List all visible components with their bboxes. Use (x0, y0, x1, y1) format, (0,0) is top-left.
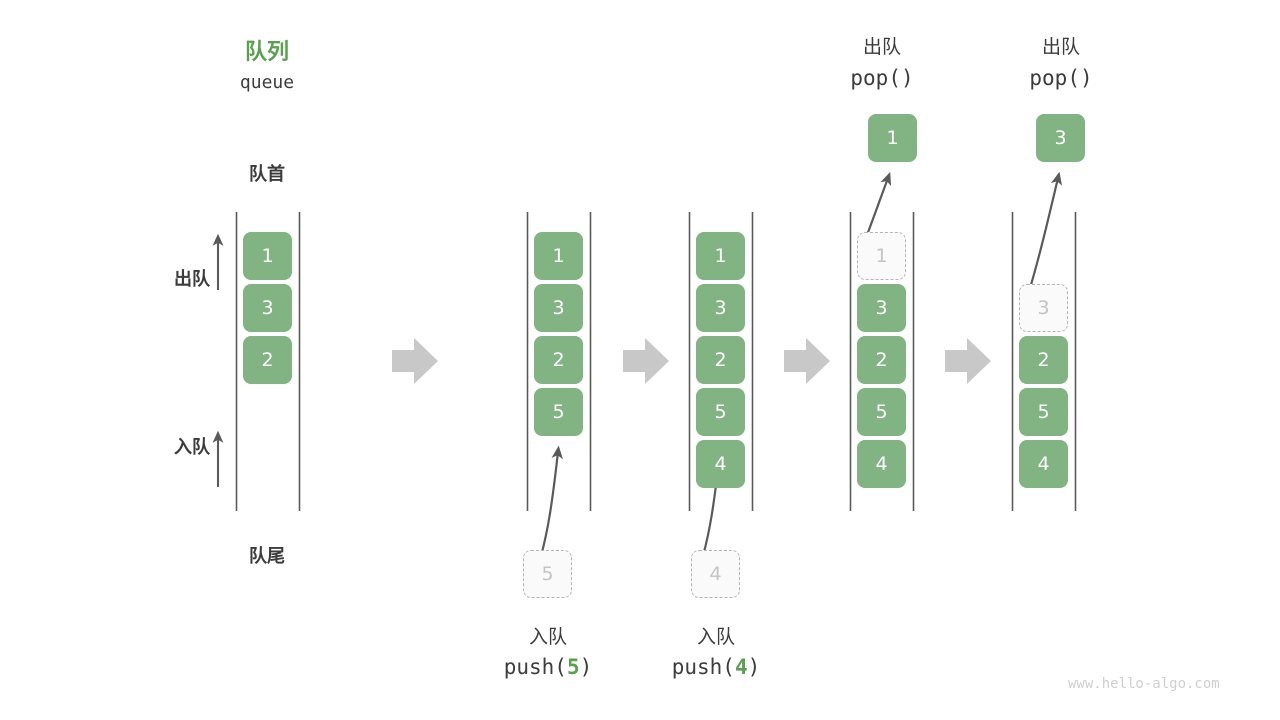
incoming-ghost-cell: 4 (691, 550, 740, 598)
queue-cell-new: 4 (696, 440, 745, 488)
pop-3-header-code: pop() (1029, 66, 1093, 90)
rails-stage-after-pop-3 (1011, 212, 1077, 511)
queue-rear-label: 队尾 (249, 546, 285, 567)
push-close-paren: ) (579, 655, 593, 679)
push-arg-value: 4 (734, 655, 748, 679)
push-fn-text: push( (671, 655, 735, 679)
pop-3-header-cn: 出队 (1041, 36, 1080, 58)
queue-cell: 3 (696, 284, 745, 332)
popped-cell: 3 (1036, 114, 1085, 162)
rails-stage-after-pop-1 (849, 212, 915, 511)
push-4-caption-code: push(4) (646, 655, 786, 679)
queue-cell: 5 (1019, 388, 1068, 436)
transition-arrow-3 (784, 338, 830, 384)
incoming-ghost-cell: 5 (523, 550, 572, 598)
queue-cell: 5 (696, 388, 745, 436)
page-title: 队列 (244, 40, 289, 65)
queue-cell: 2 (696, 336, 745, 384)
page-subtitle-code: queue (239, 72, 295, 93)
rails-stage-after-push-4 (688, 212, 754, 511)
transition-arrow-4 (945, 338, 991, 384)
transition-arrow-1 (392, 338, 438, 384)
push-arg-value: 5 (566, 655, 580, 679)
queue-cell: 5 (857, 388, 906, 436)
push-close-paren: ) (747, 655, 761, 679)
rails-stage-after-push-5 (526, 212, 592, 511)
queue-front-label: 队首 (249, 164, 285, 185)
queue-cell-new: 5 (534, 388, 583, 436)
queue-cell: 1 (243, 232, 292, 280)
queue-cell: 4 (857, 440, 906, 488)
transition-arrow-2 (623, 338, 669, 384)
pop-1-header-code: pop() (850, 66, 914, 90)
push-4-caption-cn: 入队 (696, 626, 735, 648)
queue-cell: 2 (243, 336, 292, 384)
push-fn-text: push( (503, 655, 567, 679)
queue-cell: 2 (857, 336, 906, 384)
queue-cell: 3 (243, 284, 292, 332)
watermark: www.hello-algo.com (1068, 676, 1220, 692)
queue-cell: 2 (1019, 336, 1068, 384)
enqueue-direction-label: 入队 (174, 437, 210, 458)
dequeue-direction-label: 出队 (174, 269, 210, 290)
queue-cell: 4 (1019, 440, 1068, 488)
queue-cell: 3 (857, 284, 906, 332)
popped-cell: 1 (868, 114, 917, 162)
queue-cell: 1 (534, 232, 583, 280)
queue-cell: 3 (534, 284, 583, 332)
push-5-arrow (539, 445, 563, 557)
rails-stage-initial (235, 212, 301, 511)
queue-cell-removed: 1 (857, 232, 906, 280)
push-5-caption-code: push(5) (478, 655, 618, 679)
queue-cell-removed: 3 (1019, 284, 1068, 332)
queue-cell: 1 (696, 232, 745, 280)
queue-cell: 2 (534, 336, 583, 384)
pop-3-arrow (1026, 171, 1063, 296)
pop-1-header-cn: 出队 (862, 36, 901, 58)
push-5-caption-cn: 入队 (528, 626, 567, 648)
